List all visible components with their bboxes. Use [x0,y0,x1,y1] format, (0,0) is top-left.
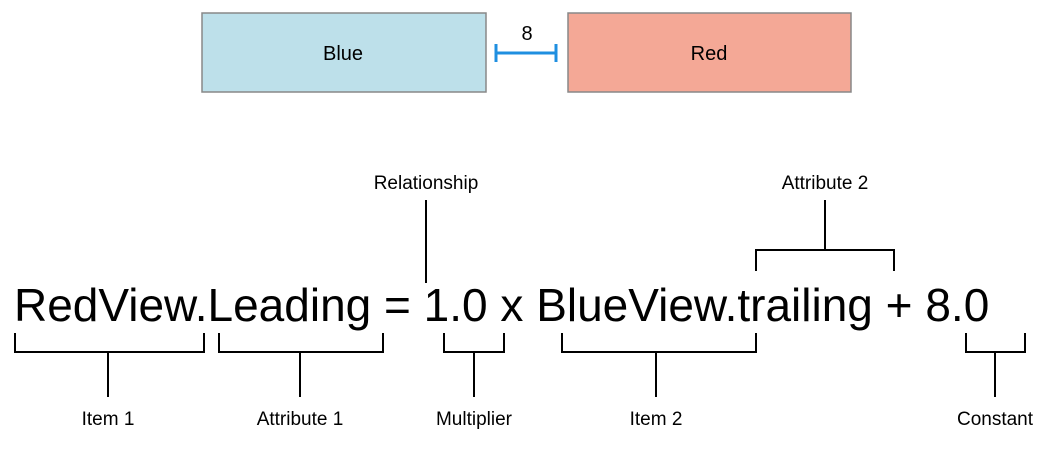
label-multiplier: Multiplier [436,409,513,430]
eq-attribute2: trailing [737,279,873,331]
bracket-multiplier [443,333,505,397]
blue-view-label: Blue [323,43,363,65]
bracket-attribute1 [218,333,384,397]
red-view-box [567,12,852,93]
eq-attribute1: Leading [208,279,372,331]
bracket-item1 [14,333,205,397]
eq-item1: RedView [14,279,198,331]
eq-relation: = [371,279,423,331]
label-attribute2: Attribute 2 [782,173,869,194]
red-view-label: Red [691,43,728,65]
eq-multiplier: 1.0 [424,279,488,331]
eq-dot1: . [195,279,208,331]
blue-view-box [201,12,487,93]
spacing-indicator [494,44,558,62]
label-attribute1: Attribute 1 [257,409,344,430]
label-item1: Item 1 [82,409,135,430]
label-relationship: Relationship [374,173,479,194]
constraint-equation: RedView.Leading = 1.0 x BlueView.trailin… [14,279,989,331]
eq-times: x [488,279,537,331]
label-constant: Constant [957,409,1034,430]
bracket-item2 [561,333,757,397]
eq-dot2: . [725,279,738,331]
label-item2: Item 2 [630,409,683,430]
spacing-value: 8 [521,23,532,45]
eq-item2: BlueView [536,279,728,331]
bracket-constant [965,333,1026,397]
eq-constant: 8.0 [925,279,989,331]
eq-plus: + [873,279,925,331]
bracket-attribute2 [755,200,895,271]
